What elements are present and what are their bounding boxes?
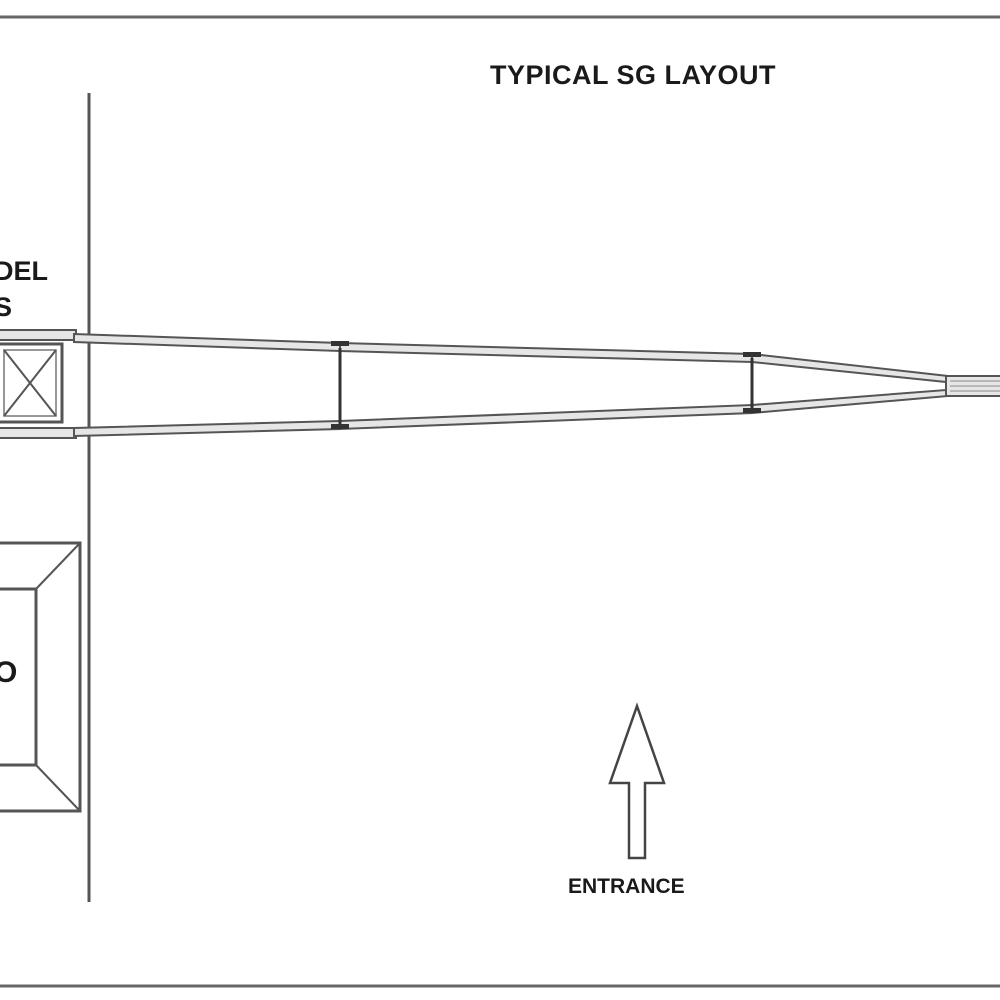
rail-stub-top (0, 329, 77, 341)
model-label-line-1: DEL (0, 256, 48, 286)
frame-box-label: O (0, 656, 18, 689)
frame-box (0, 541, 82, 813)
cross-brace-1 (331, 341, 349, 429)
diagram-title: TYPICAL SG LAYOUT (490, 60, 777, 90)
lower-rail-seg-3 (751, 388, 950, 415)
upper-rail-seg-1 (73, 332, 341, 353)
entrance-label: ENTRANCE (568, 875, 685, 898)
lower-rail-seg-2 (339, 403, 753, 431)
model-label-line-2: S (0, 292, 13, 322)
lower-rail-seg-1 (73, 419, 341, 438)
entrance-arrow-icon (608, 702, 666, 860)
cross-brace-2 (743, 352, 761, 413)
upper-rail-seg-3 (751, 352, 950, 384)
crossed-box (0, 342, 64, 424)
rail-stub-bottom (0, 427, 77, 439)
upper-rail-seg-2 (339, 341, 753, 364)
